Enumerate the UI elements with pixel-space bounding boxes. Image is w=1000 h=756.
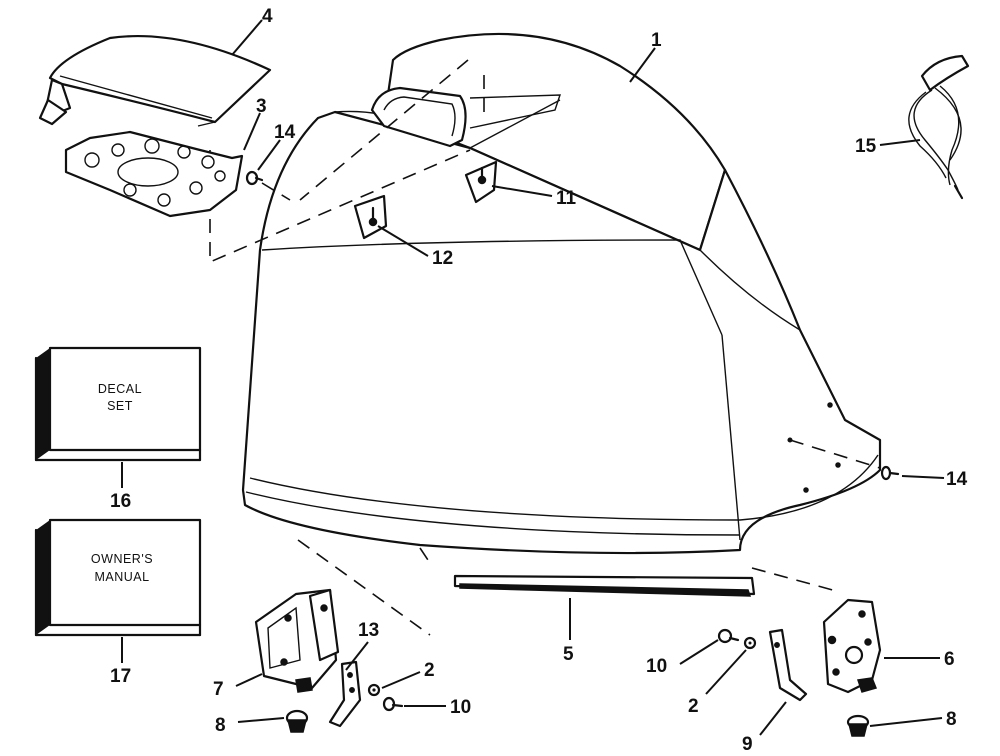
callout-14-right: 14 <box>946 469 968 490</box>
callout-15: 15 <box>855 136 877 157</box>
callout-5: 5 <box>563 644 574 665</box>
latch-12 <box>353 194 388 240</box>
callout-3: 3 <box>256 96 267 117</box>
callout-10-left: 10 <box>450 697 471 718</box>
bracket-6 <box>822 598 882 694</box>
callout-12: 12 <box>432 248 453 269</box>
callout-10-right: 10 <box>646 656 667 677</box>
callout-13: 13 <box>358 620 379 641</box>
callout-16: 16 <box>110 491 131 512</box>
bracket-9 <box>768 628 808 702</box>
bracket-7 <box>254 588 340 693</box>
bracket-13 <box>328 660 362 728</box>
callout-9: 9 <box>742 734 753 755</box>
air-cover <box>38 35 272 127</box>
latch-11 <box>464 160 498 204</box>
callout-labels: 1 4 3 14 15 11 12 16 17 5 14 7 13 2 10 8… <box>110 6 968 755</box>
callout-14-top: 14 <box>274 122 296 143</box>
manual-label-line2: MANUAL <box>94 570 149 584</box>
owners-manual-box: OWNER'S MANUAL <box>34 518 202 637</box>
callout-8-left: 8 <box>215 715 226 736</box>
washer-2-left <box>367 683 381 697</box>
seal-strip <box>453 574 756 597</box>
cable-15 <box>908 54 970 200</box>
callout-1: 1 <box>651 30 662 51</box>
screw-14-right <box>880 465 900 481</box>
decal-set-box: DECAL SET <box>34 346 202 462</box>
screw-10-right <box>717 628 740 644</box>
grommet-8-right <box>846 714 870 737</box>
callout-11: 11 <box>556 188 577 209</box>
callout-8-right: 8 <box>946 709 957 730</box>
screw-10-left <box>382 696 404 712</box>
callout-2-right: 2 <box>688 696 699 717</box>
callout-7: 7 <box>213 679 224 700</box>
manual-label-line1: OWNER'S <box>91 552 153 566</box>
callout-2-left: 2 <box>424 660 435 681</box>
screw-14-top <box>245 170 264 186</box>
leader-lines <box>121 19 945 736</box>
washer-2-right <box>743 636 757 650</box>
callout-4: 4 <box>262 6 273 27</box>
gasket <box>64 130 244 218</box>
callout-17: 17 <box>110 666 131 687</box>
motor-cover <box>241 32 882 555</box>
decal-label-line1: DECAL <box>98 382 142 396</box>
decal-label-line2: SET <box>107 399 133 413</box>
callout-6: 6 <box>944 649 955 670</box>
grommet-8-left <box>285 709 309 733</box>
